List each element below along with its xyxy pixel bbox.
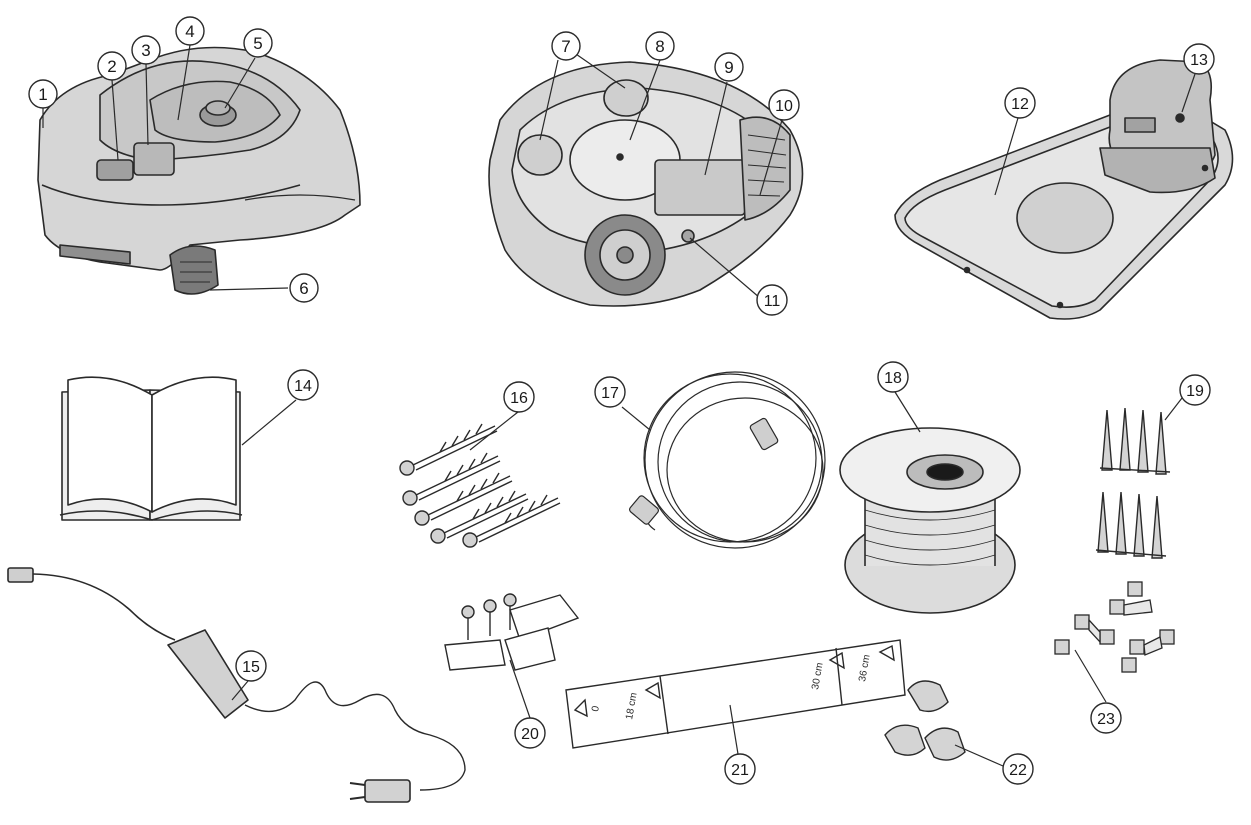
callout-15: 15 [235,650,267,682]
svg-text:12: 12 [1011,96,1029,113]
gauge-mark-36cm: 36 cm [857,654,873,683]
leader-lines [42,44,1196,767]
svg-text:10: 10 [775,98,793,115]
callout-21: 21 [724,753,756,785]
callout-22: 22 [1002,753,1034,785]
callout-13: 13 [1183,43,1215,75]
svg-text:16: 16 [510,390,528,407]
boundary-wire-spool [839,427,1021,614]
callout-10: 10 [768,89,800,121]
gauge-mark-zero: 0 [590,705,602,713]
svg-text:2: 2 [107,57,116,76]
manual-book [59,376,243,521]
callout-16: 16 [503,381,535,413]
gauge-mark-18cm: 18 cm [624,692,640,721]
svg-text:3: 3 [141,41,150,60]
charging-station [894,59,1234,320]
svg-text:22: 22 [1009,762,1027,779]
callout-20: 20 [514,717,546,749]
callout-14: 14 [287,369,319,401]
svg-text:17: 17 [601,385,619,402]
mower-underside [488,61,804,307]
callout-9: 9 [714,52,744,82]
power-supply [7,567,466,803]
callout-4: 4 [175,16,205,46]
callout-18: 18 [877,361,909,393]
callout-8: 8 [645,31,675,61]
svg-text:1: 1 [38,85,47,104]
svg-text:8: 8 [655,37,664,56]
callout-6: 6 [289,273,319,303]
svg-text:9: 9 [724,58,733,77]
callout-11: 11 [756,284,788,316]
svg-text:19: 19 [1186,383,1204,400]
callout-3: 3 [131,35,161,65]
callout-1: 1 [28,79,58,109]
callout-12: 12 [1004,87,1036,119]
measuring-gauge [565,639,906,749]
callout-23: 23 [1090,702,1122,734]
svg-text:23: 23 [1097,711,1115,728]
svg-text:5: 5 [253,34,262,53]
connectors [1054,581,1175,673]
callout-7: 7 [551,31,581,61]
callout-17: 17 [594,376,626,408]
couplers [884,680,966,761]
low-voltage-cable [629,371,826,549]
callout-19: 19 [1179,374,1211,406]
callout-5: 5 [243,28,273,58]
svg-text:13: 13 [1190,52,1208,69]
svg-text:21: 21 [731,762,749,779]
svg-text:20: 20 [521,726,539,743]
svg-text:4: 4 [185,22,194,41]
svg-text:14: 14 [294,378,312,395]
callout-2: 2 [97,51,127,81]
pegs [1095,407,1171,559]
svg-text:18: 18 [884,370,902,387]
svg-text:7: 7 [561,37,570,56]
mower-top-view [37,46,361,295]
svg-text:15: 15 [242,659,260,676]
gauge-mark-30cm: 30 cm [810,662,826,691]
svg-text:11: 11 [764,293,781,310]
svg-text:6: 6 [299,279,308,298]
blades-and-screws [444,593,580,671]
screws [399,423,561,548]
